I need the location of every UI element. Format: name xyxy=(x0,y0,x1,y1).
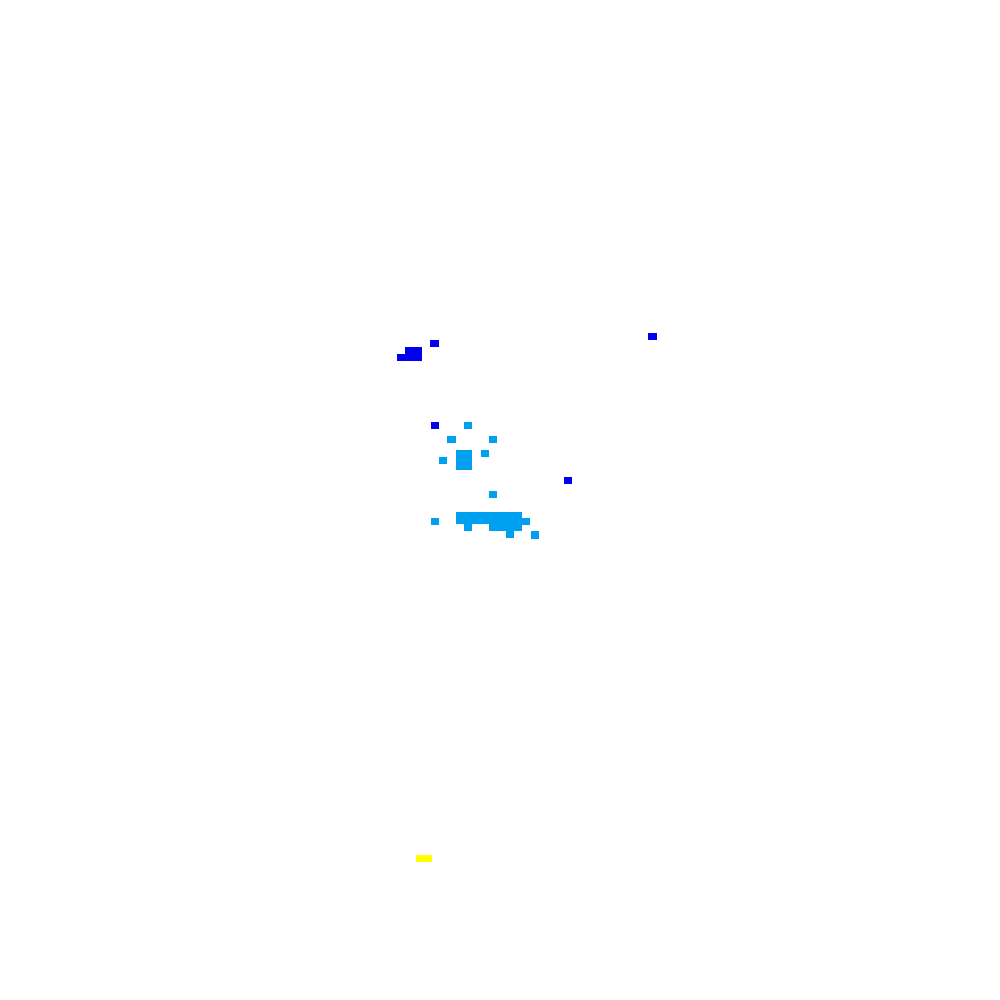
deep-blue-blob xyxy=(648,333,657,340)
deep-blue-blob xyxy=(431,422,439,429)
deep-blue-blob xyxy=(397,354,406,361)
yellow-blob xyxy=(416,855,432,862)
deep-blue-blob xyxy=(564,477,572,484)
light-blue-blob xyxy=(506,531,514,538)
light-blue-blob xyxy=(456,450,472,470)
light-blue-blob xyxy=(464,522,472,531)
light-blue-blob xyxy=(431,518,439,525)
light-blue-blob xyxy=(481,450,489,457)
light-blue-blob xyxy=(489,436,497,443)
deep-blue-blob xyxy=(405,347,422,361)
light-blue-blob xyxy=(464,422,472,429)
light-blue-blob xyxy=(447,436,456,443)
light-blue-blob xyxy=(489,491,497,498)
deep-blue-blob xyxy=(430,340,439,347)
light-blue-blob xyxy=(531,531,539,539)
light-blue-blob xyxy=(522,518,530,525)
light-blue-blob xyxy=(489,522,522,531)
light-blue-blob xyxy=(439,457,447,464)
light-blue-blob xyxy=(456,512,522,524)
